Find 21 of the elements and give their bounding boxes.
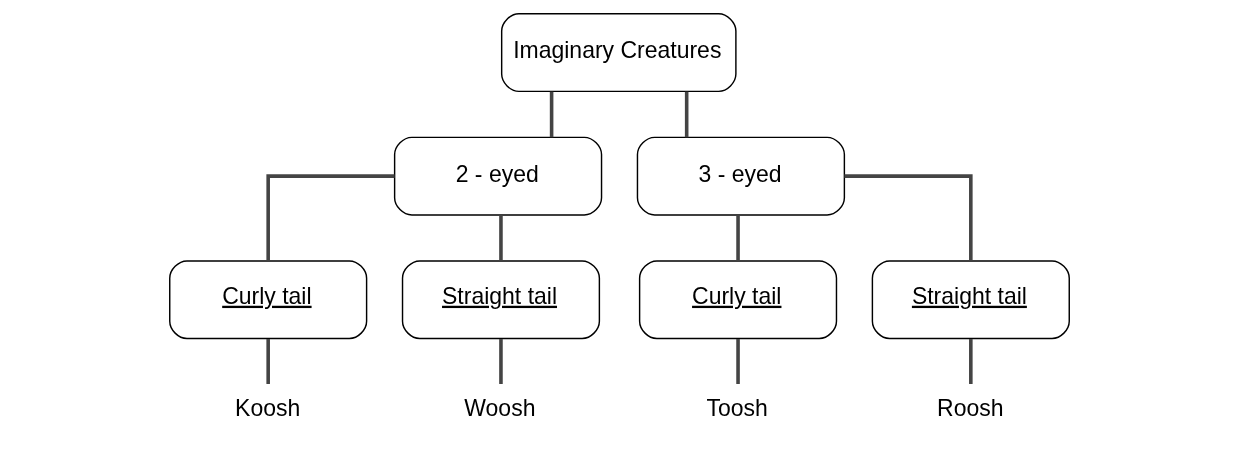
node-box: 3 - eyed — [636, 136, 846, 216]
node-text: Koosh — [235, 394, 301, 421]
connector — [736, 215, 740, 261]
node-box: 2 - eyed — [393, 136, 603, 216]
connector — [844, 174, 973, 261]
node-box: Imaginary Creatures — [500, 13, 737, 93]
connector — [684, 91, 689, 138]
node-text: Woosh — [464, 394, 536, 421]
connector — [499, 339, 503, 384]
node-box: Straight tail — [871, 260, 1070, 340]
connector — [499, 215, 503, 261]
connector — [266, 174, 395, 261]
connector — [736, 339, 740, 384]
node-box: Straight tail — [401, 260, 601, 340]
node-box: Curly tail — [169, 260, 368, 340]
connector — [549, 91, 554, 138]
node-text: Toosh — [706, 394, 768, 421]
node-text: Roosh — [937, 394, 1004, 421]
connector — [969, 339, 973, 384]
connector — [266, 339, 270, 384]
node-box: Curly tail — [638, 260, 838, 340]
